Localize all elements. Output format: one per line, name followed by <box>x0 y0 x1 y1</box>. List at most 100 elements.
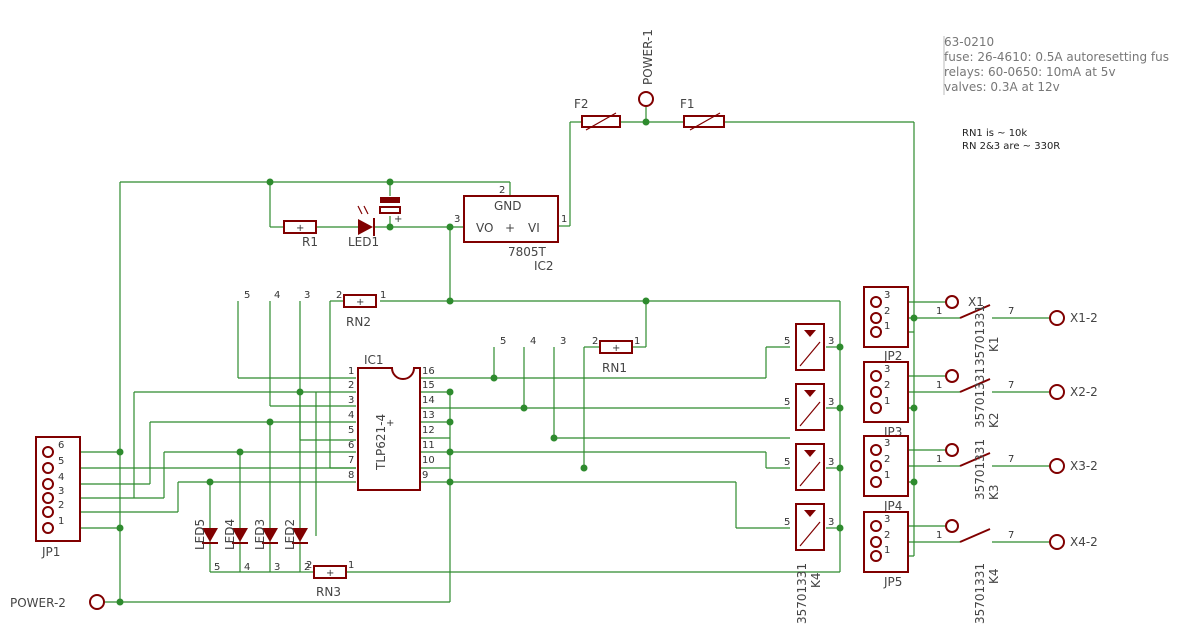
rn3-label: RN3 <box>316 585 341 599</box>
led4: LED4 4 <box>223 519 250 573</box>
svg-text:7: 7 <box>1008 380 1014 391</box>
x4-label: X4-2 <box>1070 535 1098 549</box>
fuse-f2: F2 <box>574 97 621 131</box>
svg-text:3: 3 <box>884 514 890 525</box>
led1-label: LED1 <box>348 235 379 249</box>
svg-text:+: + <box>326 568 334 579</box>
svg-text:3: 3 <box>828 517 834 528</box>
svg-text:7: 7 <box>1008 530 1014 541</box>
relay-coil-k3: 5 3 <box>784 443 834 491</box>
relay-part-label: 35701331 <box>795 563 809 624</box>
svg-text:JP2: JP2 <box>883 349 902 363</box>
svg-text:3: 3 <box>304 290 310 301</box>
rn1-label: RN1 <box>602 361 627 375</box>
svg-text:4: 4 <box>348 410 354 421</box>
svg-text:2: 2 <box>348 380 354 391</box>
wires <box>60 106 1050 603</box>
ic2-name: IC2 <box>534 259 554 273</box>
jp1-label: JP1 <box>41 545 60 559</box>
svg-text:1: 1 <box>884 545 890 556</box>
svg-text:2: 2 <box>884 530 890 541</box>
svg-text:16: 16 <box>422 366 435 377</box>
x2-terminal <box>1049 384 1065 400</box>
svg-text:15: 15 <box>422 380 435 391</box>
svg-text:1: 1 <box>936 380 942 391</box>
svg-text:7: 7 <box>1008 454 1014 465</box>
svg-text:LED3: LED3 <box>253 519 267 550</box>
svg-text:14: 14 <box>422 395 435 406</box>
svg-text:5: 5 <box>784 457 790 468</box>
svg-text:8: 8 <box>348 470 354 481</box>
connector-jp1: 6 5 4 3 2 1 JP1 <box>35 436 81 559</box>
note-line-3: relays: 60-0650: 10mA at 5v <box>944 65 1116 79</box>
relay-switch-k4: 1 7 35701331 K4 <box>936 519 1014 624</box>
power-1-terminal: POWER-1 <box>638 29 655 107</box>
svg-text:3: 3 <box>58 486 64 497</box>
svg-text:12: 12 <box>422 425 435 436</box>
svg-text:3: 3 <box>560 336 566 347</box>
svg-text:K3: K3 <box>987 484 1001 500</box>
optocoupler-ic1: IC1 TLP621-4 + 1 2 3 4 5 6 7 8 16 15 14 … <box>348 353 435 491</box>
svg-text:3: 3 <box>884 364 890 375</box>
fuse-f1: F1 <box>680 97 725 131</box>
svg-text:5: 5 <box>58 456 64 467</box>
svg-text:2: 2 <box>304 562 310 573</box>
relay-coils: 5 3 5 3 5 3 5 3 35701331 K4 <box>784 323 834 624</box>
led2: LED2 2 <box>283 519 310 573</box>
led5: LED5 5 <box>193 519 220 573</box>
svg-text:+: + <box>612 343 620 354</box>
svg-text:5: 5 <box>784 517 790 528</box>
junctions <box>116 118 918 606</box>
svg-text:1: 1 <box>634 336 640 347</box>
connector-jp3: 3 2 1 JP3 <box>863 361 909 439</box>
svg-text:2: 2 <box>499 185 505 196</box>
relay-coil-k1: 5 3 <box>784 323 834 371</box>
svg-text:2: 2 <box>306 560 312 571</box>
svg-text:K4: K4 <box>987 568 1001 584</box>
svg-text:+: + <box>394 214 402 225</box>
x3-label: X3-2 <box>1070 459 1098 473</box>
svg-text:3: 3 <box>454 214 460 225</box>
svg-text:1: 1 <box>884 470 890 481</box>
svg-text:10: 10 <box>422 455 435 466</box>
ic2-gnd: GND <box>494 199 522 213</box>
svg-text:1: 1 <box>348 366 354 377</box>
svg-text:JP4: JP4 <box>883 499 902 513</box>
led3: LED3 3 <box>253 519 280 573</box>
ic1-part: TLP621-4 <box>374 414 388 471</box>
svg-text:1: 1 <box>936 306 942 317</box>
led-array: LED5 5 LED4 4 LED3 3 LED2 2 <box>193 519 310 573</box>
svg-text:LED5: LED5 <box>193 519 207 550</box>
svg-text:6: 6 <box>58 440 64 451</box>
svg-text:7: 7 <box>1008 306 1014 317</box>
svg-text:5: 5 <box>348 425 354 436</box>
svg-text:LED2: LED2 <box>283 519 297 550</box>
rn-note-2: RN 2&3 are ~ 330R <box>962 141 1060 152</box>
svg-text:K2: K2 <box>987 412 1001 428</box>
rn2-label: RN2 <box>346 315 371 329</box>
svg-text:9: 9 <box>422 470 428 481</box>
k4-coil-label: K4 <box>809 572 823 588</box>
svg-text:3: 3 <box>348 395 354 406</box>
svg-text:35701331: 35701331 <box>973 563 987 624</box>
rn-note-1: RN1 is ~ 10k <box>962 128 1027 139</box>
relay-switch-k3: 1 7 35701331 K3 <box>936 439 1014 500</box>
svg-text:1: 1 <box>561 214 567 225</box>
svg-text:K1: K1 <box>987 336 1001 352</box>
ic2-part: 7805T <box>508 245 547 259</box>
svg-text:2: 2 <box>884 454 890 465</box>
f1-label: F1 <box>680 97 695 111</box>
output-terminals: X1-2 X2-2 X3-2 X4-2 <box>1049 310 1098 550</box>
resistor-r1: + R1 <box>283 220 318 249</box>
svg-text:+: + <box>296 223 304 234</box>
note-line-1: 63-0210 <box>944 35 994 49</box>
svg-text:4: 4 <box>530 336 536 347</box>
f2-label: F2 <box>574 97 589 111</box>
svg-text:JP5: JP5 <box>883 575 902 589</box>
svg-text:1: 1 <box>936 530 942 541</box>
svg-text:5: 5 <box>784 336 790 347</box>
svg-text:2: 2 <box>884 380 890 391</box>
svg-text:1: 1 <box>884 321 890 332</box>
ic2-vi: VI <box>528 221 540 235</box>
